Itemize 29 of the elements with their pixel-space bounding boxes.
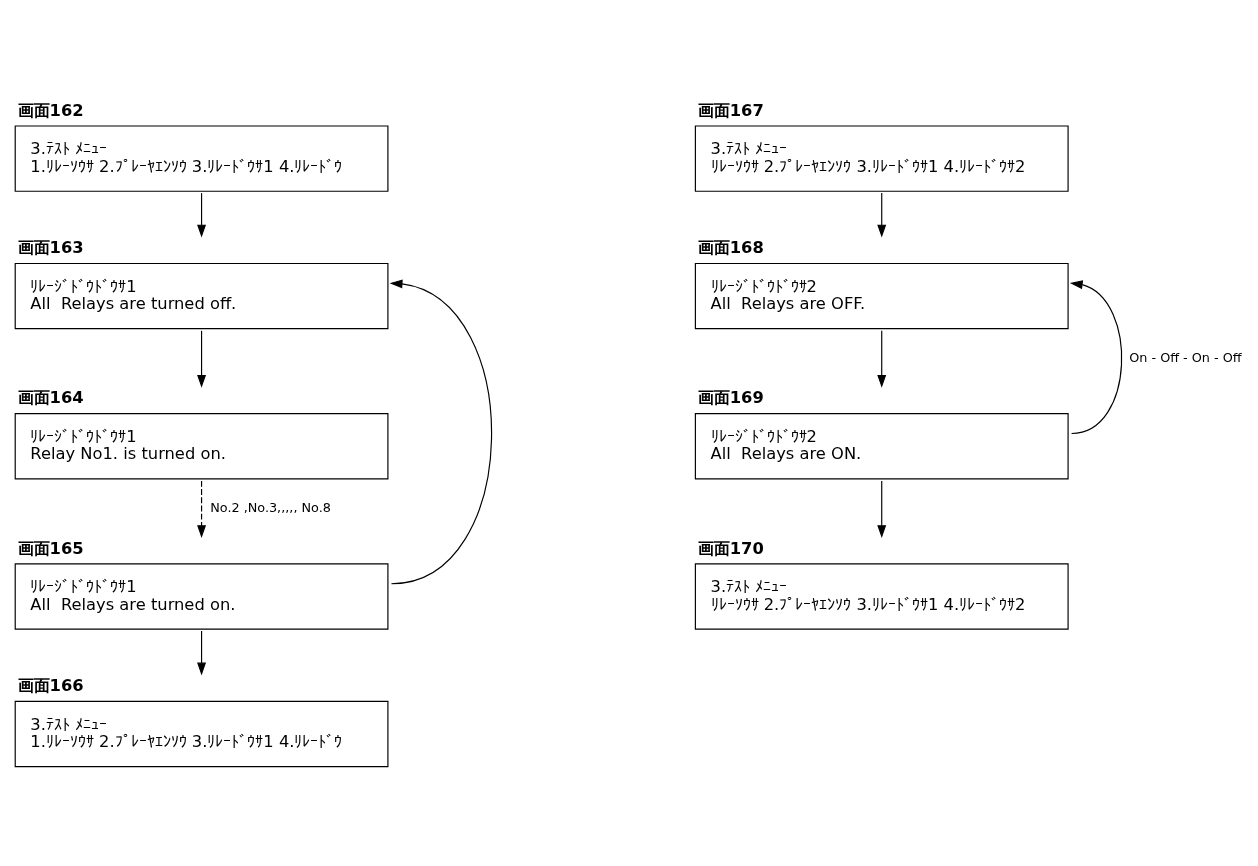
node-label: 画面162 [17,100,84,120]
node-label: 画面164 [17,387,84,407]
edge-label: No.2 ,No.3,,,,, No.8 [210,499,331,515]
node-box: ﾘﾚｰｼﾞﾄﾞｳﾄﾞｳｻ1 Relay No1. is turned on. [14,412,389,479]
node-label: 画面169 [697,387,764,407]
arrow [197,480,207,538]
edge-label: On - Off - On - Off [1129,349,1242,365]
arrow [197,329,207,388]
arrow [877,329,887,388]
node-label: 画面165 [17,538,84,558]
node-label: 画面163 [17,237,84,257]
node-box: 3.ﾃｽﾄ ﾒﾆｭｰ ﾘﾚｰｿｳｻ 2.ﾌﾟﾚｰﾔｴﾝｿｳ 3.ﾘﾚｰﾄﾞｳｻ1 4.ﾘﾚｰﾄﾞｳｻ2 [694,124,1069,192]
node-box: ﾘﾚｰｼﾞﾄﾞｳﾄﾞｳｻ1 All Relays are turned on. [14,562,389,630]
arrow [877,192,887,237]
node-label: 画面167 [697,100,764,120]
node-box: 3.ﾃｽﾄ ﾒﾆｭｰ 1.ﾘﾚｰｿｳｻ 2.ﾌﾟﾚｰﾔｴﾝｿｳ 3.ﾘﾚｰﾄﾞｳｻ1 4.ﾘﾚｰﾄﾞｳ [14,124,389,192]
arrow [197,629,207,675]
node-box: 3.ﾃｽﾄ ﾒﾆｭｰ 1.ﾘﾚｰｿｳｻ 2.ﾌﾟﾚｰﾔｴﾝｿｳ 3.ﾘﾚｰﾄﾞｳｻ1 4.ﾘﾚｰﾄﾞｳ [14,700,389,767]
node-label: 画面168 [697,237,764,257]
node-box: 3.ﾃｽﾄ ﾒﾆｭｰ ﾘﾚｰｿｳｻ 2.ﾌﾟﾚｰﾔｴﾝｿｳ 3.ﾘﾚｰﾄﾞｳｻ1 4.ﾘﾚｰﾄﾞｳｻ2 [694,562,1069,630]
node-box: ﾘﾚｰｼﾞﾄﾞｳﾄﾞｳｻ2 All Relays are ON. [694,412,1069,479]
arrow [1069,279,1123,434]
node-label: 画面170 [697,538,764,558]
node-box: ﾘﾚｰｼﾞﾄﾞｳﾄﾞｳｻ2 All Relays are OFF. [694,262,1069,329]
arrow [197,192,207,237]
arrow [389,278,493,584]
arrow [877,480,887,538]
node-label: 画面166 [17,675,84,695]
node-box: ﾘﾚｰｼﾞﾄﾞｳﾄﾞｳｻ1 All Relays are turned off. [14,262,389,329]
